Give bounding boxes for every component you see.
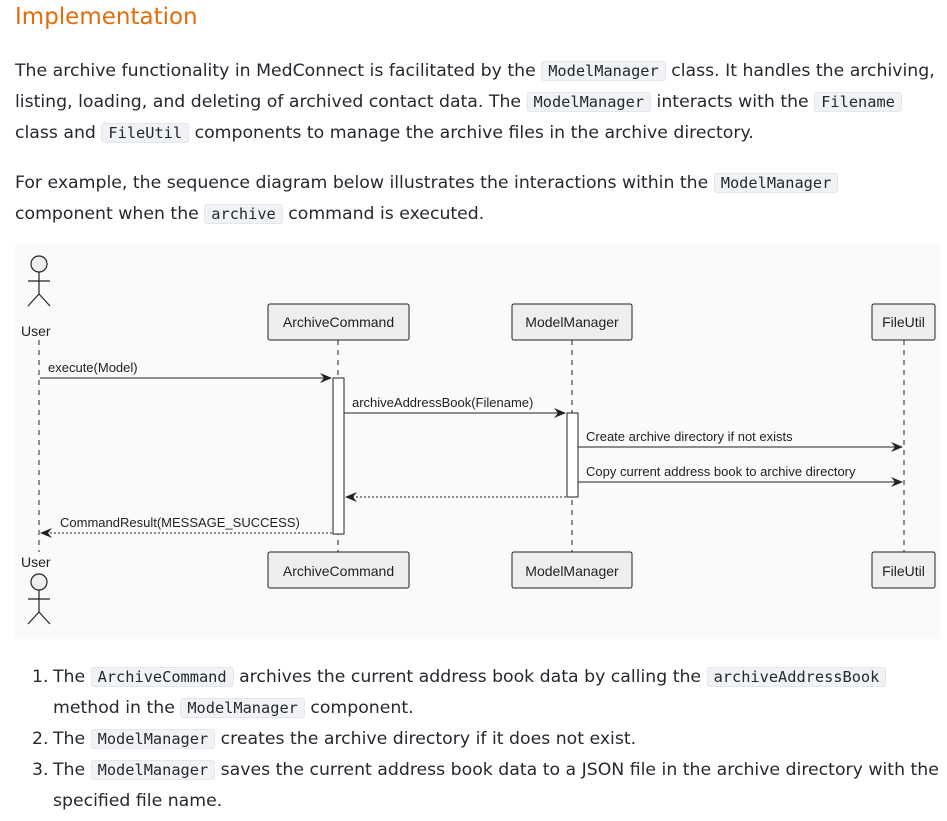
message-execute: execute(Model) [40,360,332,383]
list-number: 2. [32,729,49,749]
inline-code: ModelManager [541,61,666,81]
inline-code: ArchiveCommand [90,667,234,687]
participant-modelmanager: ModelManager [511,303,633,341]
list-number: 1. [32,667,49,687]
text: method in the [53,698,181,718]
intro-paragraph: The archive functionality in MedConnect … [15,56,940,149]
participant-label: ModelManager [525,314,619,330]
message-label: CommandResult(MESSAGE_SUCCESS) [60,515,300,530]
message-create-directory: Create archive directory if not exists [578,429,903,452]
text: For example, the sequence diagram below … [15,173,714,193]
modelmanager-activation [566,412,579,498]
participant-fileutil: FileUtil [871,303,936,341]
inline-code: ModelManager [526,92,652,112]
text: The archive functionality in MedConnect … [15,61,542,81]
text: command is executed. [282,204,485,224]
participant-archivecommand-bottom: ArchiveCommand [267,551,410,589]
user-actor-icon [27,255,51,307]
participant-fileutil-bottom: FileUtil [871,551,936,589]
message-copy-address-book: Copy current address book to archive dir… [578,464,903,487]
sequence-diagram-svg: User User ArchiveCommand ModelManager Fi… [21,255,936,625]
text: class and [15,123,102,143]
list-item: 2.The ModelManager creates the archive d… [15,724,940,755]
inline-code: archive [204,204,283,224]
participant-label: FileUtil [882,563,925,579]
message-label: Copy current address book to archive dir… [586,464,856,479]
user-label-bottom: User [21,554,51,570]
inline-code: FileUtil [101,123,190,143]
section-heading: Implementation [15,4,198,30]
message-label: execute(Model) [48,360,138,375]
text: The [53,667,91,687]
inline-code: ModelManager [180,698,305,718]
text: class. It handles the archiving, listing… [15,61,935,112]
text: component. [304,698,414,718]
steps-list: 1.The ArchiveCommand archives the curren… [15,662,940,817]
participant-modelmanager-bottom: ModelManager [511,551,633,589]
message-label: archiveAddressBook(Filename) [352,395,533,410]
list-item: 3.The ModelManager saves the current add… [15,755,940,817]
text: saves the current address book data to a… [53,760,939,811]
message-label: Create archive directory if not exists [586,429,793,444]
participant-archivecommand: ArchiveCommand [267,303,410,341]
text: archives the current address book data b… [233,667,707,687]
inline-code: Filename [814,92,902,112]
user-actor-icon [27,573,51,625]
text: The [53,760,91,780]
archivecommand-activation [332,377,345,535]
list-item: 1.The ArchiveCommand archives the curren… [15,662,940,724]
inline-code: ModelManager [90,729,216,749]
participant-label: ArchiveCommand [283,314,394,330]
text: The [53,729,91,749]
text: interacts with the [651,92,815,112]
text: component when the [15,204,205,224]
inline-code: ModelManager [713,173,839,193]
inline-code: archiveAddressBook [706,667,887,687]
user-label-top: User [21,323,51,339]
example-paragraph: For example, the sequence diagram below … [15,168,940,230]
message-archive-address-book: archiveAddressBook(Filename) [344,395,566,418]
message-command-result: CommandResult(MESSAGE_SUCCESS) [40,515,332,538]
participant-label: FileUtil [882,314,925,330]
participant-label: ArchiveCommand [283,563,394,579]
text: creates the archive directory if it does… [215,729,637,749]
sequence-diagram: User User ArchiveCommand ModelManager Fi… [15,244,940,639]
text: components to manage the archive files i… [189,123,754,143]
participant-label: ModelManager [525,563,619,579]
inline-code: ModelManager [90,760,216,780]
list-number: 3. [32,760,49,780]
